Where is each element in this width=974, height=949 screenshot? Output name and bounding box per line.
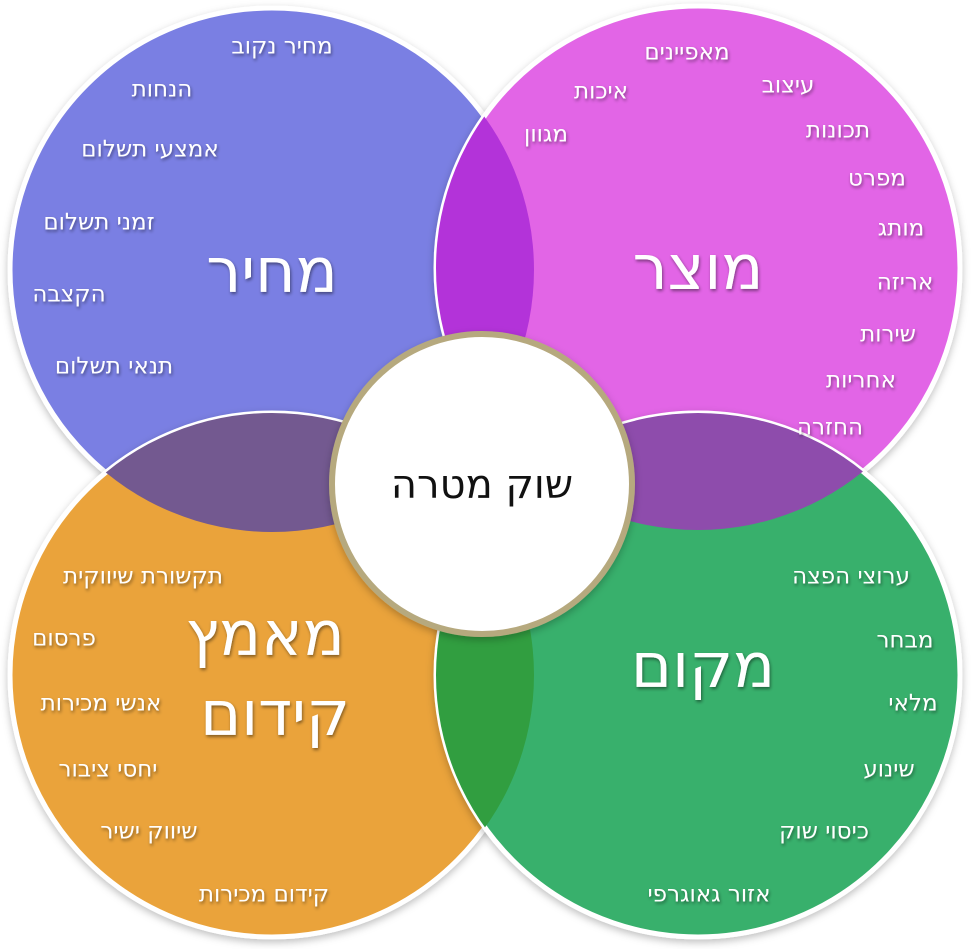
price-item: הנחות	[132, 77, 193, 103]
promotion-item: קידום מכירות	[199, 882, 329, 908]
price-item: הקצבה	[32, 282, 105, 308]
price-title: מחיר	[206, 234, 337, 307]
product-item: אחריות	[826, 368, 896, 394]
product-item: עיצוב	[762, 73, 815, 99]
promotion-item: יחסי ציבור	[59, 757, 158, 783]
price-item: זמני תשלום	[43, 210, 154, 236]
promotion-item: תקשורת שיווקית	[63, 564, 223, 590]
target-market-circle	[329, 331, 635, 637]
product-item: שירות	[860, 322, 916, 348]
product-item: תכונות	[806, 118, 870, 144]
product-item: אריזה	[877, 270, 934, 296]
place-item: שינוע	[863, 757, 914, 783]
promotion-title: מאמץ קידום	[186, 597, 365, 750]
place-item: מלאי	[888, 691, 937, 717]
place-title: מקום	[631, 629, 775, 702]
place-item: ערוצי הפצה	[792, 564, 910, 590]
place-item: כיסוי שוק	[779, 819, 869, 845]
place-item: מבחר	[877, 628, 934, 654]
price-item: תנאי תשלום	[55, 354, 173, 380]
promotion-item: שיווק ישיר	[100, 819, 197, 845]
price-item: מחיר נקוב	[231, 34, 332, 60]
price-item: אמצעי תשלום	[81, 137, 219, 163]
product-item: החזרה	[797, 415, 863, 441]
place-item: אזור גאוגרפי	[648, 882, 771, 908]
product-item: מגוון	[524, 122, 568, 148]
promotion-item: פרסום	[32, 626, 96, 652]
product-item: מפרט	[848, 166, 906, 192]
product-item: איכות	[574, 79, 628, 105]
product-title: מוצר	[633, 231, 764, 304]
promotion-item: אנשי מכירות	[41, 691, 162, 717]
product-item: מותג	[878, 216, 924, 242]
target-market-label: שוק מטרה	[391, 462, 573, 508]
product-item: מאפיינים	[644, 40, 729, 66]
